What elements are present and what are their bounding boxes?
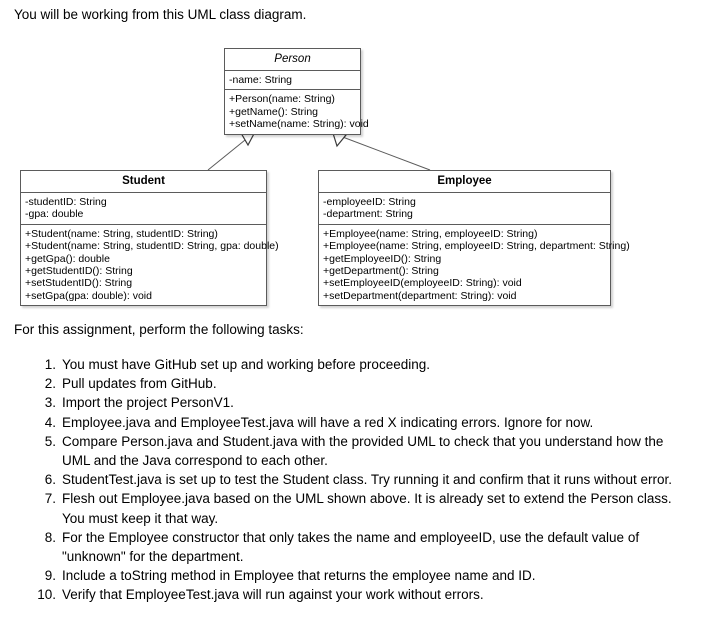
uml-methods-employee: +Employee(name: String, employeeID: Stri… (319, 225, 630, 305)
uml-method: +getDepartment(): String (323, 265, 439, 278)
task-number: 6. (44, 472, 56, 488)
uml-attribute: -department: String (323, 208, 413, 221)
uml-method: +Student(name: String, studentID: String… (25, 240, 279, 253)
generalization-line-student (207, 135, 251, 171)
uml-method: +Employee(name: String, employeeID: Stri… (323, 240, 630, 253)
uml-attribute: -employeeID: String (323, 196, 416, 208)
task-item: 8. For the Employee constructor that onl… (0, 528, 720, 566)
task-text: Include a toString method in Employee th… (62, 568, 536, 584)
uml-method: +getEmployeeID(): String (323, 252, 442, 265)
uml-class-diagram: Person -name: String +Person(name: Strin… (0, 40, 720, 307)
uml-methods-student: +Student(name: String, studentID: String… (21, 225, 279, 305)
task-item: 4. Employee.java and EmployeeTest.java w… (0, 413, 720, 432)
uml-class-student: Student -studentID: String -gpa: double … (20, 170, 279, 307)
task-text: For the Employee constructor that only t… (62, 529, 640, 565)
task-text: Flesh out Employee.java based on the UML… (62, 491, 672, 526)
uml-method: +Student(name: String, studentID: String… (25, 227, 218, 240)
uml-attributes-employee: -employeeID: String -department: String (319, 193, 610, 225)
task-number: 7. (44, 491, 56, 507)
uml-class-name-employee: Employee (319, 171, 610, 193)
uml-attributes-student: -studentID: String -gpa: double (21, 193, 266, 225)
task-number: 10. (37, 587, 56, 603)
uml-method: +getName(): String (229, 105, 318, 118)
task-item: 2. Pull updates from GitHub. (0, 374, 720, 393)
generalization-line-employee (339, 135, 431, 171)
uml-method: +getStudentID(): String (25, 265, 133, 278)
uml-class-name-person: Person (225, 49, 360, 71)
task-text: Verify that EmployeeTest.java will run a… (62, 587, 484, 603)
uml-class-employee: Employee -employeeID: String -department… (318, 170, 630, 307)
task-number: 1. (44, 357, 56, 372)
uml-attribute: -name: String (229, 74, 293, 86)
task-number: 4. (44, 414, 56, 430)
uml-method: +setDepartment(department: String): void (323, 289, 517, 302)
uml-method: +Person(name: String) (229, 93, 335, 106)
uml-attribute: -gpa: double (25, 208, 84, 221)
uml-method: +getGpa(): double (25, 252, 110, 265)
task-item: 3. Import the project PersonV1. (0, 393, 720, 412)
task-text: Import the project PersonV1. (62, 395, 234, 411)
task-number: 8. (44, 529, 56, 545)
uml-method: +setStudentID(): String (25, 277, 133, 290)
assignment-lead-in: For this assignment, perform the followi… (14, 322, 304, 337)
intro-paragraph: You will be working from this UML class … (14, 7, 307, 22)
uml-method: +setEmployeeID(employeeID: String): void (323, 277, 522, 290)
uml-method: +Employee(name: String, employeeID: Stri… (323, 227, 538, 240)
uml-class-person: Person -name: String +Person(name: Strin… (224, 48, 369, 135)
uml-attributes-person: -name: String (225, 71, 360, 91)
task-text: Employee.java and EmployeeTest.java will… (62, 414, 594, 430)
uml-method: +setName(name: String): void (229, 118, 369, 131)
task-item: 7. Flesh out Employee.java based on the … (0, 489, 720, 527)
uml-attribute: -studentID: String (25, 196, 107, 208)
uml-methods-person: +Person(name: String) +getName(): String… (225, 90, 369, 133)
task-number: 9. (44, 568, 56, 584)
task-item: 5. Compare Person.java and Student.java … (0, 432, 720, 470)
task-number: 2. (44, 376, 56, 392)
task-text: StudentTest.java is set up to test the S… (62, 472, 673, 488)
task-item: 1. You must have GitHub set up and worki… (0, 355, 720, 374)
task-text: Pull updates from GitHub. (62, 376, 217, 392)
task-item: 9. Include a toString method in Employee… (0, 566, 720, 585)
uml-method: +setGpa(gpa: double): void (25, 289, 152, 302)
task-list: 1. You must have GitHub set up and worki… (0, 355, 720, 605)
task-number: 5. (44, 433, 56, 449)
task-text: Compare Person.java and Student.java wit… (62, 433, 664, 469)
task-item: 6. StudentTest.java is set up to test th… (0, 470, 720, 489)
task-number: 3. (44, 395, 56, 411)
task-text: You must have GitHub set up and working … (62, 357, 430, 372)
task-item: 10. Verify that EmployeeTest.java will r… (0, 585, 720, 604)
uml-class-name-student: Student (21, 171, 266, 193)
